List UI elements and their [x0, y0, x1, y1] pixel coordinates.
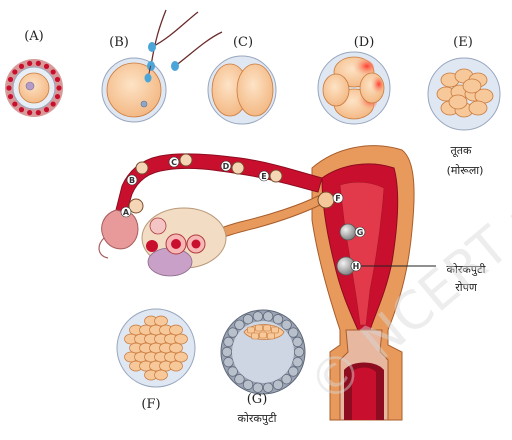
- stage-e-morula: [427, 57, 501, 131]
- trophoblast-cell: [223, 356, 234, 368]
- corona-cell: [18, 107, 25, 113]
- inner-cell-mass-cell: [247, 326, 255, 334]
- trophoblast-cell: [242, 314, 254, 325]
- trophoblast-cell: [288, 366, 299, 377]
- uterus-body: [311, 145, 415, 421]
- trophoblast-cell: [281, 319, 292, 330]
- trophoblast-cell: [281, 374, 292, 385]
- morula-caption: तूतक: [451, 144, 473, 158]
- svg-text:B: B: [129, 176, 135, 185]
- sperm-group: [144, 9, 223, 83]
- trophoblast-cell: [292, 336, 303, 348]
- morula-cell: [174, 333, 188, 345]
- tube-marker-b: B: [126, 174, 138, 186]
- trophoblast-cell: [262, 311, 274, 322]
- stage-d-four-cell: [317, 51, 391, 125]
- morula-cell: [169, 324, 183, 336]
- trophoblast-cell: [223, 336, 234, 348]
- morula-cell: [169, 360, 183, 372]
- stage-e-label: (E): [453, 35, 473, 50]
- stage-f-label: (F): [141, 397, 160, 412]
- trophoblast-cell: [227, 327, 238, 338]
- corona-cell: [27, 60, 33, 66]
- stage-d-label: (D): [354, 35, 375, 50]
- corona-cell: [50, 69, 56, 75]
- tube-marker-c: C: [168, 156, 180, 168]
- inner-cell-mass-cell: [251, 332, 259, 340]
- stage-g-blastocyst: [220, 309, 306, 395]
- morula-cell: [154, 315, 168, 327]
- morula-cell: [448, 94, 468, 110]
- trophoblast-cell: [272, 379, 284, 390]
- stage-a-ovum: [5, 59, 63, 117]
- morula-cell: [462, 78, 482, 94]
- svg-text:C: C: [171, 158, 177, 167]
- svg-text:A: A: [123, 208, 130, 217]
- trophoblast-cell: [262, 382, 274, 393]
- inner-cell-mass-cell: [259, 331, 267, 339]
- sperm-head-3: [171, 61, 179, 71]
- corona-cell: [50, 101, 56, 107]
- stage-a-label: (A): [24, 29, 44, 44]
- trophoblast-cell: [252, 382, 264, 393]
- tube-marker-a: A: [120, 206, 132, 218]
- tube-marker-g: G: [354, 226, 366, 238]
- corona-cell: [12, 101, 18, 107]
- tube-marker-f: F: [332, 192, 344, 204]
- corona-cell: [6, 85, 12, 91]
- sperm-head-4: [144, 73, 152, 83]
- corona-cell: [54, 76, 61, 83]
- morula-cell: [468, 100, 488, 116]
- trophoblast-cell: [242, 379, 254, 390]
- inner-cell-mass-cell: [267, 332, 275, 340]
- stage-c-label: (C): [233, 35, 253, 50]
- corona-cell: [43, 107, 50, 113]
- corona-cell: [7, 93, 14, 100]
- trophoblast-cell: [272, 314, 284, 325]
- tube-marker-e: E: [258, 170, 270, 182]
- corona-cell: [18, 63, 25, 69]
- corona-cell: [54, 93, 61, 100]
- corona-cell: [12, 69, 18, 75]
- trophoblast-cell: [292, 356, 303, 368]
- svg-text:G: G: [357, 228, 364, 237]
- trophoblast-cell: [293, 346, 305, 358]
- stage-b-fertilisation: [101, 57, 167, 123]
- stage-f-late-morula: [116, 308, 196, 388]
- implantation-caption: कोरकपुटी: [447, 263, 486, 276]
- corona-cell: [7, 76, 14, 83]
- sperm-head-2: [148, 42, 156, 52]
- trophoblast-cell: [221, 346, 233, 358]
- ovary: [141, 207, 227, 277]
- trophoblast-cell: [227, 366, 238, 377]
- inner-cell-mass-cell: [255, 324, 263, 332]
- corona-cell: [27, 110, 33, 116]
- corona-cell: [35, 110, 41, 116]
- morula-cell: [174, 351, 188, 363]
- tube-marker-h: H: [350, 260, 362, 272]
- corona-cell: [56, 85, 62, 91]
- trophoblast-cell: [288, 327, 299, 338]
- morula-cell: [169, 342, 183, 354]
- svg-text:F: F: [335, 194, 340, 203]
- implantation-caption-sub: रोपण: [455, 281, 478, 294]
- corona-cell: [35, 60, 41, 66]
- svg-text:D: D: [223, 162, 230, 171]
- morula-cell: [154, 369, 168, 381]
- corona-cell: [43, 63, 50, 69]
- trophoblast-cell: [234, 319, 245, 330]
- inner-cell-mass-cell: [271, 326, 279, 334]
- inner-cell-mass-cell: [263, 324, 271, 332]
- stage-g-label: (G): [247, 392, 268, 407]
- tube-marker-d: D: [220, 160, 232, 172]
- trophoblast-cell: [252, 311, 264, 322]
- stage-c-two-cell: [207, 55, 277, 125]
- morula-caption-sub: (मोरूला): [447, 164, 484, 177]
- blastocyst-caption: कोरकपुटी: [238, 412, 277, 425]
- svg-text:E: E: [261, 172, 266, 181]
- svg-text:H: H: [353, 262, 360, 271]
- trophoblast-cell: [234, 374, 245, 385]
- stage-b-label: (B): [109, 35, 129, 50]
